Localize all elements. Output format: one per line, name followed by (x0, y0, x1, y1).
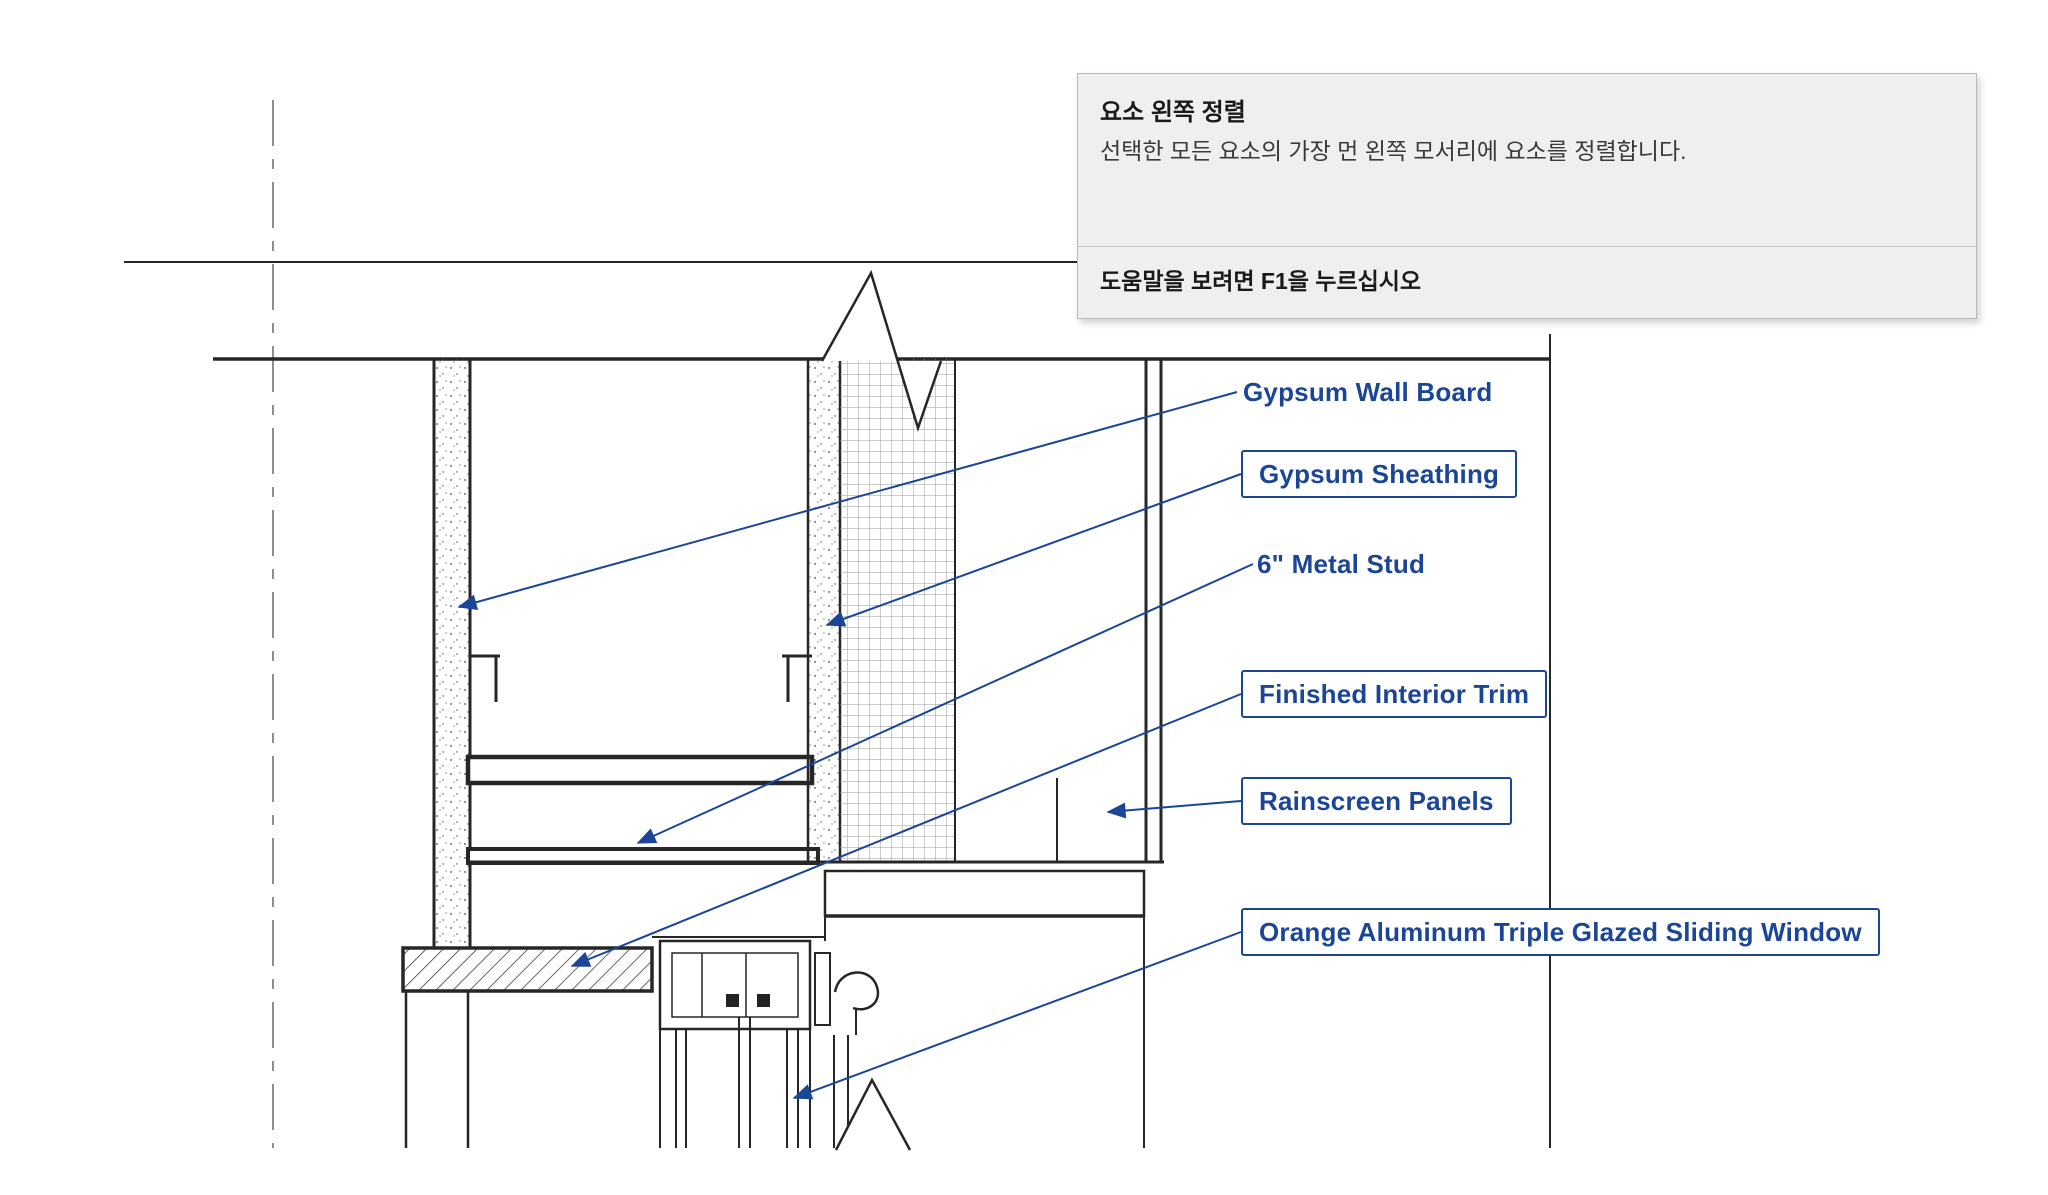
metal-stud-tracks (470, 654, 812, 702)
leader-sliding-window (792, 931, 1242, 1100)
leader-metal-stud (636, 563, 1254, 844)
exterior-trim-band (823, 869, 1146, 1148)
tooltip-help-hint: 도움말을 보려면 F1을 누르십시오 (1100, 268, 1422, 294)
tag-gypsum-wall-board[interactable]: Gypsum Wall Board (1243, 377, 1493, 407)
tag-finished-interior-trim[interactable]: Finished Interior Trim (1241, 670, 1548, 718)
gypsum-wall-board-layer (432, 359, 472, 948)
break-mark-top (820, 269, 943, 433)
tag-metal-stud[interactable]: 6" Metal Stud (1257, 549, 1426, 579)
insulation-layer (840, 359, 956, 862)
leader-gypsum-wall-board (457, 391, 1238, 611)
tooltip-divider (1078, 246, 1976, 247)
window-frame-detail (652, 916, 880, 1148)
leader-gypsum-sheathing (825, 473, 1242, 627)
break-mark-bottom (834, 1077, 912, 1151)
tag-rainscreen-panels[interactable]: Rainscreen Panels (1241, 777, 1512, 825)
cavity-blocking (465, 754, 820, 865)
rainscreen-panel-layer (1056, 359, 1163, 862)
gypsum-sheathing-layer (806, 359, 842, 862)
interior-sill-trim (401, 946, 654, 1148)
leader-finished-interior-trim (570, 693, 1242, 967)
tag-gypsum-sheathing[interactable]: Gypsum Sheathing (1241, 450, 1518, 498)
leader-rainscreen-panels (1106, 800, 1242, 819)
tag-sliding-window[interactable]: Orange Aluminum Triple Glazed Sliding Wi… (1241, 908, 1880, 956)
annotation-leaders (457, 391, 1254, 1100)
tooltip-description: 선택한 모든 요소의 가장 먼 왼쪽 모서리에 요소를 정렬합니다. (1100, 138, 1687, 164)
tooltip-align-left: 요소 왼쪽 정렬 선택한 모든 요소의 가장 먼 왼쪽 모서리에 요소를 정렬합… (1077, 73, 1977, 319)
tooltip-title: 요소 왼쪽 정렬 (1100, 99, 1246, 126)
section-linework (124, 261, 1972, 1151)
